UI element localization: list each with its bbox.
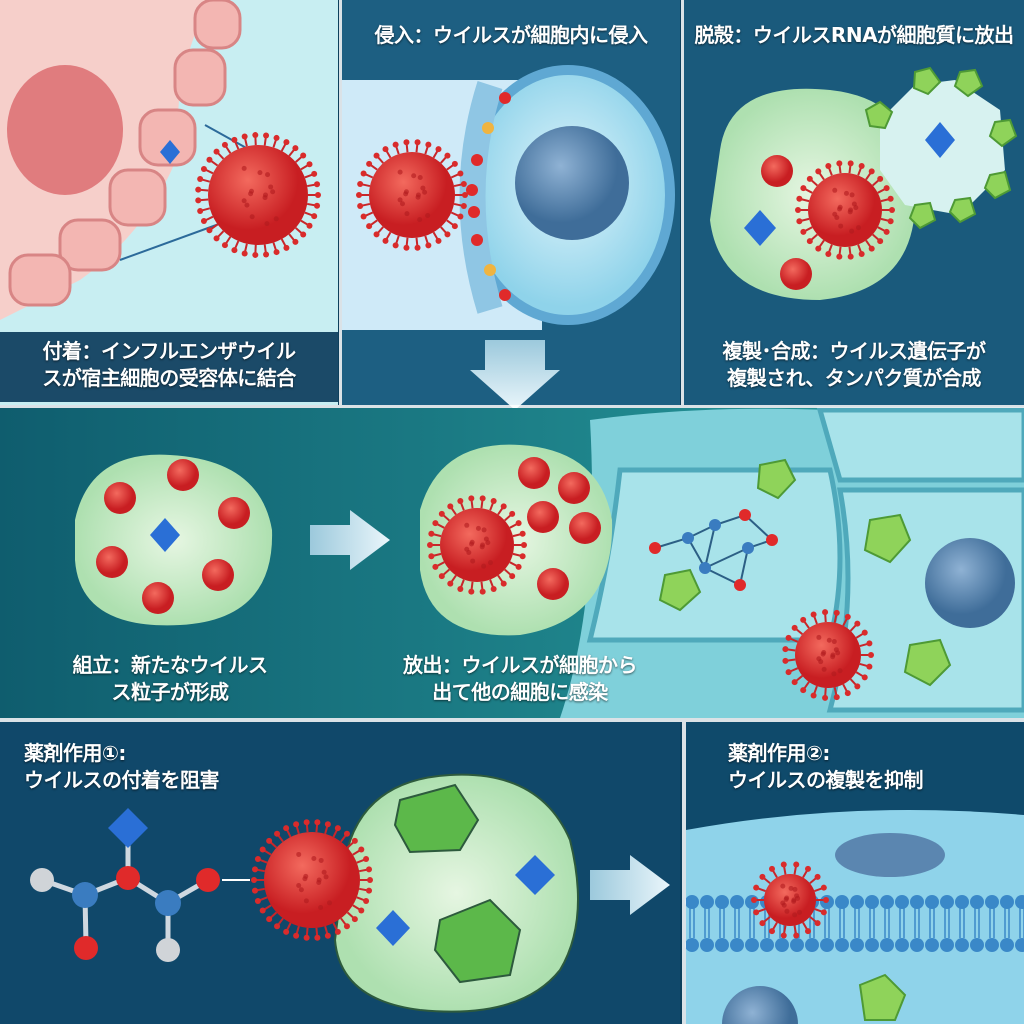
virus-icon — [751, 861, 829, 939]
label-uncoating-line1: 脱殻：ウイルスRNAが細胞質に放出 — [694, 23, 1014, 47]
virus-particle — [104, 482, 136, 514]
label-drug1: 薬剤作用①: ウイルスの付着を阻害 — [24, 740, 220, 794]
virus-icon — [356, 139, 468, 251]
virus-particle — [569, 512, 601, 544]
label-attachment-line2: スが宿主細胞の受容体に結合 — [42, 366, 296, 390]
virus-particle — [167, 459, 199, 491]
virus-icon — [427, 495, 527, 595]
host-membrane-cells — [8, 0, 242, 307]
label-drug2: 薬剤作用②: ウイルスの複製を抑制 — [728, 740, 924, 794]
label-assembly-line1: 組立：新たなウイルス — [72, 653, 269, 677]
label-release-line2: 出て他の細胞に感染 — [432, 680, 608, 704]
protein-shell — [864, 66, 1018, 230]
host-nucleus — [7, 65, 123, 195]
label-drug1-line2: ウイルスの付着を阻害 — [24, 768, 220, 792]
label-drug2-line2: ウイルスの複製を抑制 — [728, 768, 924, 792]
virus-particle — [518, 457, 550, 489]
rna-icon — [744, 210, 776, 246]
label-attachment-line1: 付着：インフルエンザウイル — [42, 339, 296, 363]
virus-particle — [202, 559, 234, 591]
virus-particle — [527, 501, 559, 533]
virus-particle — [96, 546, 128, 578]
virus-icon — [782, 609, 874, 701]
label-uncoating: 脱殻：ウイルスRNAが細胞質に放出 — [684, 22, 1024, 49]
virus-particle — [142, 582, 174, 614]
label-assembly: 組立：新たなウイルス ス粒子が形成 — [30, 652, 310, 706]
virus-icon — [251, 819, 373, 941]
label-replication: 複製･合成：ウイルス遺伝子が 複製され、タンパク質が合成 — [684, 338, 1024, 392]
virus-icon — [795, 160, 895, 260]
rna-icon — [925, 122, 955, 158]
label-replication-line2: 複製され、タンパク質が合成 — [727, 366, 981, 390]
label-entry-line1: 侵入：ウイルスが細胞内に侵入 — [374, 23, 649, 47]
right-arrow-icon — [590, 855, 670, 915]
label-entry: 侵入：ウイルスが細胞内に侵入 — [342, 22, 680, 49]
virus-particle — [537, 568, 569, 600]
right-arrow-icon — [310, 510, 390, 570]
virus-particle — [558, 472, 590, 504]
panel-drug2 — [685, 722, 1024, 1024]
nucleus — [515, 126, 629, 240]
down-arrow-icon — [470, 340, 560, 410]
receptor-icon — [160, 140, 180, 164]
label-release: 放出：ウイルスが細胞から 出て他の細胞に感染 — [380, 652, 660, 706]
label-release-line1: 放出：ウイルスが細胞から — [403, 653, 638, 677]
label-drug1-line1: 薬剤作用①: — [24, 741, 126, 765]
label-drug2-line1: 薬剤作用②: — [728, 741, 830, 765]
label-assembly-line2: ス粒子が形成 — [111, 680, 230, 704]
virus-icon — [195, 132, 321, 258]
label-replication-line1: 複製･合成：ウイルス遺伝子が — [722, 339, 987, 363]
virus-particle — [218, 497, 250, 529]
label-attachment: 付着：インフルエンザウイル スが宿主細胞の受容体に結合 — [0, 332, 338, 402]
panel-entry — [342, 0, 680, 410]
